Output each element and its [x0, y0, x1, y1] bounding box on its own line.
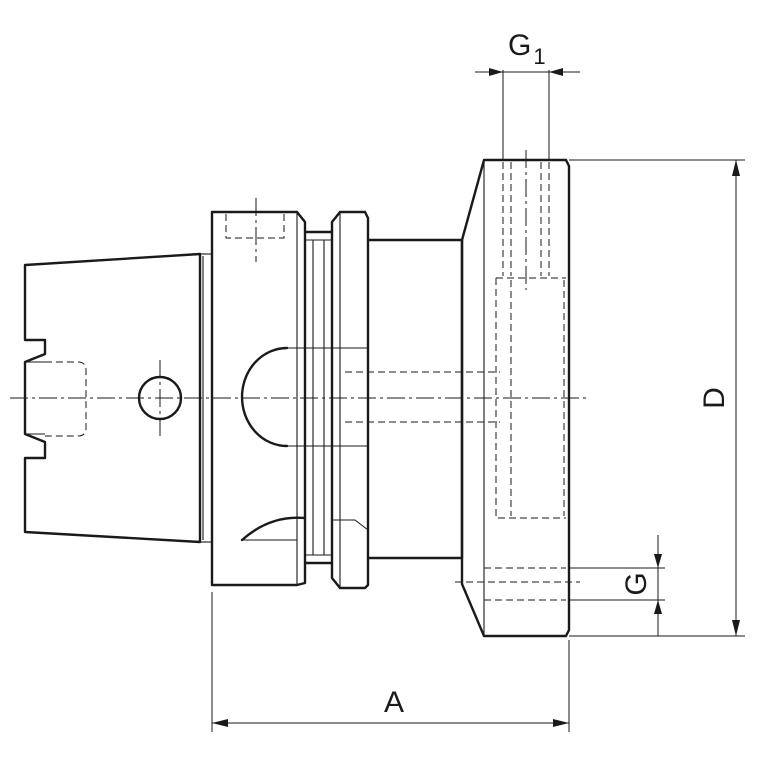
- collar-1: [210, 198, 307, 587]
- coupling-slot: [240, 346, 368, 542]
- collar-2: [330, 210, 370, 590]
- dimension-a: A: [211, 592, 570, 732]
- flange: [455, 150, 580, 638]
- dimension-d: D: [569, 159, 745, 637]
- dimension-g: G: [569, 535, 665, 636]
- dimension-g1: G1: [475, 29, 580, 160]
- taper-shank: [23, 252, 212, 544]
- label-g: G: [620, 572, 653, 595]
- label-g1: G1: [508, 29, 546, 69]
- label-a: A: [384, 686, 404, 719]
- label-d: D: [698, 387, 731, 409]
